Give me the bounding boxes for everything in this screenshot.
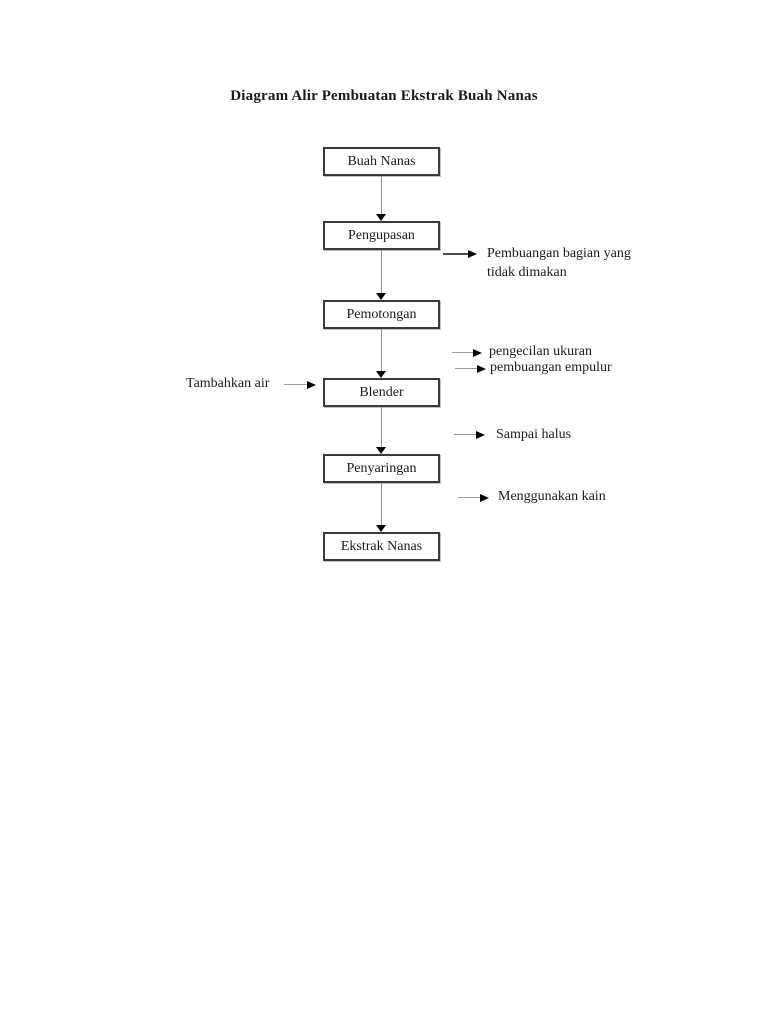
arrow-head	[480, 493, 489, 502]
connector-line	[381, 329, 382, 371]
flow-box-label: Pemotongan	[346, 306, 417, 322]
connector-line	[381, 176, 382, 214]
annotation-line: tidak dimakan	[487, 265, 567, 280]
annotation-tambahkan-air: Tambahkan air	[186, 376, 270, 391]
annotation-menggunakan-kain: Menggunakan kain	[498, 489, 606, 504]
arrow-tail	[452, 352, 473, 353]
down-arrow-icon	[376, 214, 386, 221]
flow-box-label: Ekstrak Nanas	[340, 538, 423, 554]
right-arrow-icon	[454, 430, 485, 439]
right-arrow-icon	[458, 493, 489, 502]
arrow-head	[307, 380, 316, 389]
arrow-head	[477, 364, 486, 373]
connector-line	[381, 483, 382, 525]
right-arrow-icon	[284, 380, 316, 389]
flow-box-label: Penyaringan	[346, 460, 417, 476]
flow-box-blender: Blender	[323, 378, 440, 407]
arrow-head	[468, 249, 477, 258]
connector-line	[381, 250, 382, 293]
right-arrow-icon	[443, 249, 477, 258]
arrow-tail	[284, 384, 307, 385]
diagram-title: Diagram Alir Pembuatan Ekstrak Buah Nana…	[230, 88, 538, 104]
arrow-head	[473, 348, 482, 357]
flow-box-buah-nanas: Buah Nanas	[323, 147, 440, 176]
flow-box-pengupasan: Pengupasan	[323, 221, 440, 250]
flow-box-label: Pengupasan	[348, 227, 415, 243]
flow-box-label: Blender	[359, 384, 404, 400]
annotation-line: Pembuangan bagian yang	[487, 246, 631, 261]
down-arrow-icon	[376, 525, 386, 532]
flow-box-pemotongan: Pemotongan	[323, 300, 440, 329]
down-arrow-icon	[376, 293, 386, 300]
annotation-pembuangan-bagian: Pembuangan bagian yang tidak dimakan	[487, 244, 662, 282]
connector-line	[381, 407, 382, 447]
arrow-tail	[455, 368, 477, 369]
flow-box-ekstrak-nanas: Ekstrak Nanas	[323, 532, 440, 561]
down-arrow-icon	[376, 447, 386, 454]
arrow-head	[476, 430, 485, 439]
annotation-sampai-halus: Sampai halus	[496, 427, 572, 442]
arrow-tail	[443, 252, 468, 255]
right-arrow-icon	[455, 364, 486, 373]
flow-box-penyaringan: Penyaringan	[323, 454, 440, 483]
arrow-tail	[454, 434, 476, 435]
annotation-pembuangan-empulur: pembuangan empulur	[490, 360, 612, 375]
flow-box-label: Buah Nanas	[347, 153, 416, 169]
right-arrow-icon	[452, 348, 482, 357]
annotation-pengecilan-ukuran: pengecilan ukuran	[489, 344, 593, 359]
arrow-tail	[458, 497, 480, 498]
down-arrow-icon	[376, 371, 386, 378]
